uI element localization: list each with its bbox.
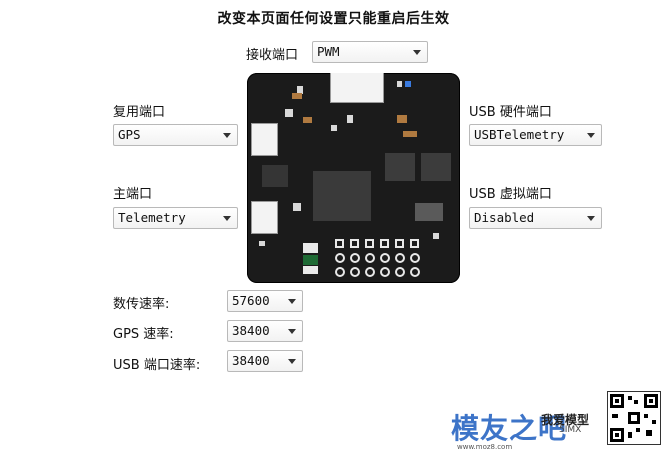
flexi-port-label: 复用端口: [113, 105, 166, 120]
component: [347, 115, 353, 123]
main-connector: [251, 201, 278, 234]
flexi-port-value: GPS: [118, 127, 141, 142]
main-port-value: Telemetry: [118, 210, 186, 225]
component: [303, 266, 318, 274]
header-pin: [395, 267, 405, 277]
usb-vcp-port-select[interactable]: Disabled: [469, 207, 602, 229]
board-image: [247, 73, 460, 283]
chevron-down-icon: [587, 216, 595, 221]
telemetry-speed-label: 数传速率:: [113, 297, 170, 312]
chevron-down-icon: [288, 329, 296, 334]
flexi-connector: [251, 123, 278, 156]
component: [303, 117, 312, 123]
header-pin: [410, 267, 420, 277]
header-pin: [380, 253, 390, 263]
usb-speed-label: USB 端口速率:: [113, 358, 201, 373]
watermark-brand-sub: 5IMX: [559, 425, 582, 435]
telemetry-speed-value: 57600: [232, 293, 270, 308]
receiver-port-select[interactable]: PWM: [312, 41, 428, 63]
usb-hid-port-label: USB 硬件端口: [469, 105, 552, 120]
sensor-chip: [421, 153, 451, 181]
component: [292, 93, 302, 99]
header-pin: [335, 239, 344, 248]
usb-speed-value: 38400: [232, 353, 270, 368]
component: [259, 241, 265, 246]
chevron-down-icon: [413, 50, 421, 55]
chevron-down-icon: [223, 216, 231, 221]
chevron-down-icon: [223, 133, 231, 138]
flexi-port-select[interactable]: GPS: [113, 124, 238, 146]
chevron-down-icon: [587, 133, 595, 138]
header-pin: [395, 239, 404, 248]
component: [285, 109, 293, 117]
header-pin: [350, 253, 360, 263]
component: [303, 243, 318, 253]
telemetry-speed-select[interactable]: 57600: [227, 290, 303, 312]
header-pin: [365, 239, 374, 248]
component: [297, 86, 303, 94]
header-pin: [410, 239, 419, 248]
gps-speed-label: GPS 速率:: [113, 327, 174, 342]
gps-speed-value: 38400: [232, 323, 270, 338]
led: [405, 81, 411, 87]
usb-hid-port-select[interactable]: USBTelemetry: [469, 124, 602, 146]
sensor-chip: [385, 153, 415, 181]
header-pin: [365, 267, 375, 277]
receiver-port-value: PWM: [317, 44, 340, 59]
usb-speed-select[interactable]: 38400: [227, 350, 303, 372]
flash-chip: [415, 203, 443, 221]
watermark-brand: 我爱模型: [541, 413, 590, 427]
component: [397, 81, 402, 87]
component: [397, 115, 407, 123]
page-title: 改变本页面任何设置只能重启后生效: [217, 11, 450, 27]
header-pin: [350, 239, 359, 248]
main-port-label: 主端口: [113, 187, 153, 202]
chevron-down-icon: [288, 299, 296, 304]
header-pin: [410, 253, 420, 263]
component: [331, 125, 337, 131]
watermark-text: 模友之吧: [451, 412, 568, 445]
usb-vcp-port-label: USB 虚拟端口: [469, 187, 552, 202]
usb-vcp-port-value: Disabled: [474, 210, 535, 225]
watermark-url: www.moz8.com: [457, 443, 513, 451]
component: [403, 131, 417, 137]
main-port-select[interactable]: Telemetry: [113, 207, 238, 229]
regulator-chip: [262, 165, 288, 187]
receiver-connector: [330, 73, 384, 103]
component: [433, 233, 439, 239]
component: [303, 255, 318, 265]
chevron-down-icon: [288, 359, 296, 364]
usb-hid-port-value: USBTelemetry: [474, 127, 565, 142]
header-pin: [395, 253, 405, 263]
header-pin: [350, 267, 360, 277]
header-pin: [380, 267, 390, 277]
component: [293, 203, 301, 211]
header-pin: [335, 253, 345, 263]
header-pin: [335, 267, 345, 277]
header-pin: [380, 239, 389, 248]
qr-code-icon: [607, 391, 661, 445]
header-pin: [365, 253, 375, 263]
receiver-port-label: 接收端口: [246, 48, 299, 63]
watermark: 模友之吧 www.moz8.com 我爱模型 5IMX: [451, 391, 661, 451]
gps-speed-select[interactable]: 38400: [227, 320, 303, 342]
mcu-chip: [313, 171, 371, 221]
